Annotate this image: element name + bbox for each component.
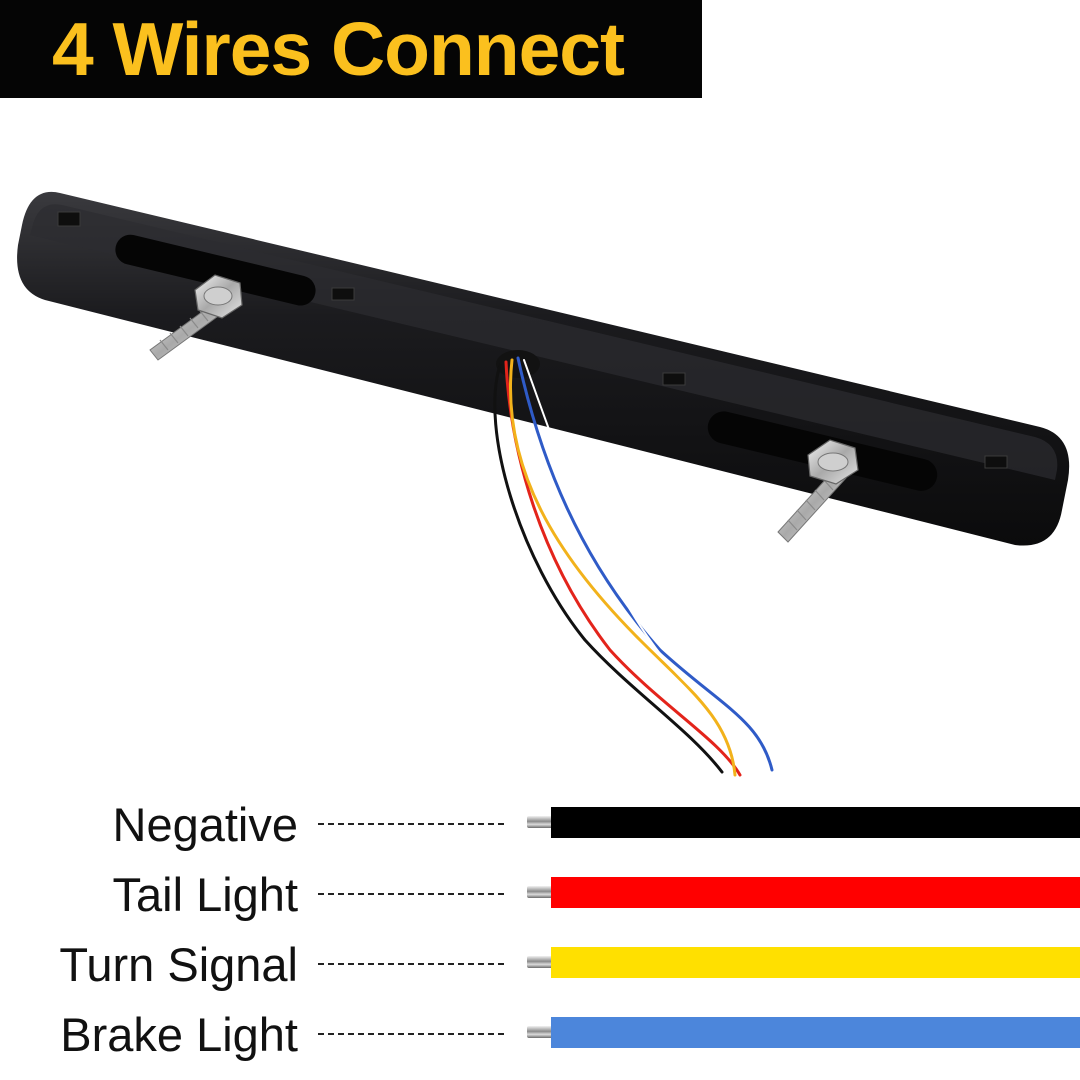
legend-label-negative: Negative <box>112 798 299 851</box>
wire-swatch-tail-light <box>551 877 1080 908</box>
wire-tip-icon <box>527 1026 553 1038</box>
mounting-stud-left <box>149 274 243 361</box>
wire-swatch-negative <box>551 807 1080 838</box>
title-text: 4 Wires Connect <box>52 7 625 91</box>
legend-dash-line <box>318 963 504 965</box>
legend-dash-line <box>318 893 504 895</box>
wire-tip-icon <box>527 886 553 898</box>
legend-row-brake-light: Brake Light <box>0 1007 1080 1063</box>
light-bar-body <box>17 191 1070 546</box>
mounting-stud-right <box>777 439 859 543</box>
wire-swatch-turn-signal <box>551 947 1080 978</box>
lead-wires <box>493 356 774 777</box>
legend-row-turn-signal: Turn Signal <box>0 937 1080 993</box>
wire-tip-icon <box>527 956 553 968</box>
wire-swatch-brake-light <box>551 1017 1080 1048</box>
led-light-bar-icon <box>17 191 1070 777</box>
legend-label-turn-signal: Turn Signal <box>59 938 298 991</box>
wire-tip-icon <box>527 816 553 828</box>
legend-dash-line <box>318 1033 504 1035</box>
title-banner: 4 Wires Connect <box>0 0 702 98</box>
legend-label-tail-light: Tail Light <box>112 868 299 921</box>
legend-label-brake-light: Brake Light <box>60 1008 298 1061</box>
legend-dash-line <box>318 823 504 825</box>
legend-row-negative: Negative <box>0 797 1080 853</box>
legend-row-tail-light: Tail Light <box>0 867 1080 923</box>
